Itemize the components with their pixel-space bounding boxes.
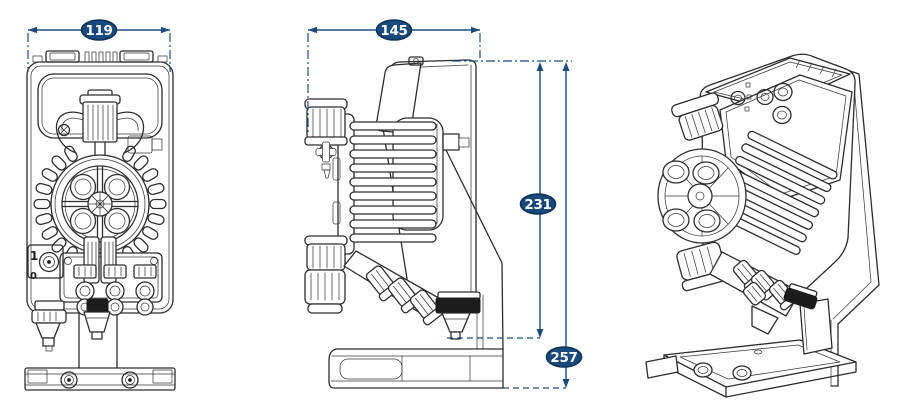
badge-height-to-injector: 231 — [519, 193, 557, 215]
height-to-injector-value: 231 — [524, 197, 551, 213]
side-depth-dimension: 145 — [307, 19, 481, 135]
suction-knobs-side — [304, 235, 348, 314]
height-overall-value: 257 — [550, 350, 577, 366]
front-width-value: 119 — [85, 23, 112, 39]
front-width-dimension: 119 — [27, 19, 171, 72]
suction-funnel-front — [83, 298, 111, 340]
bracket-side — [328, 294, 504, 389]
badge-side-depth: 145 — [375, 19, 413, 41]
pump-head-perspective — [657, 148, 747, 244]
side-depth-value: 145 — [380, 23, 407, 39]
badge-front-width: 119 — [80, 19, 118, 41]
bleed-fitting-front — [31, 300, 67, 352]
control-panel — [730, 82, 793, 125]
perspective-view — [645, 53, 880, 398]
cooling-fins-side — [349, 121, 437, 243]
discharge-knob-side — [304, 98, 348, 179]
prime-switch-panel: 1 0 — [27, 244, 64, 282]
injection-fitting-side — [435, 291, 481, 340]
pump-head-front — [33, 145, 167, 271]
side-view: 145 231 257 — [304, 19, 583, 389]
base-plate — [24, 367, 176, 391]
injection-fitting-perspective — [783, 283, 818, 310]
tube-connectors-front — [73, 264, 157, 316]
pump-head-side — [332, 113, 470, 255]
height-dimensions: 231 257 — [447, 60, 583, 389]
tube-connectors-side — [343, 250, 445, 326]
discharge-knob-perspective — [671, 92, 724, 141]
prime-mark-off: 0 — [30, 271, 37, 282]
adjustment-knob — [55, 89, 145, 168]
prime-mark-on: 1 — [30, 249, 38, 263]
tube-connectors-perspective — [709, 251, 818, 335]
front-view: 1 0 119 — [24, 19, 176, 391]
badge-height-overall: 257 — [545, 346, 583, 368]
column-perspective — [799, 298, 833, 355]
